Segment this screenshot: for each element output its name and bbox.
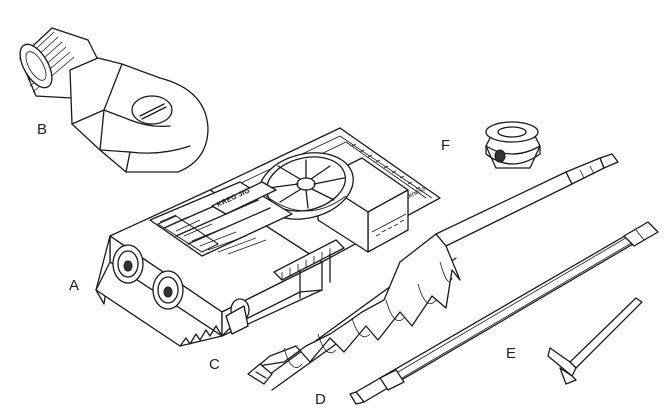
stop-collar-part-f — [485, 121, 541, 169]
clamp-pad-part-b — [19, 27, 209, 173]
stepped-drill-bit-part-c — [247, 153, 619, 391]
callout-label-b: B — [37, 121, 48, 138]
callout-label-a: A — [69, 277, 80, 294]
callout-label-e: E — [506, 345, 517, 362]
hex-key — [547, 297, 643, 385]
callout-label-f: F — [441, 137, 451, 154]
callout-label-d: D — [315, 391, 326, 408]
drill-guide-holes — [112, 244, 184, 310]
callout-label-c: C — [209, 356, 220, 373]
depth-scale — [351, 143, 421, 190]
pocket-hole-jig-part-a: thickness KREG JIG — [95, 127, 441, 347]
square-drive-bit-part-e — [349, 221, 659, 405]
depth-wheel — [258, 152, 354, 220]
